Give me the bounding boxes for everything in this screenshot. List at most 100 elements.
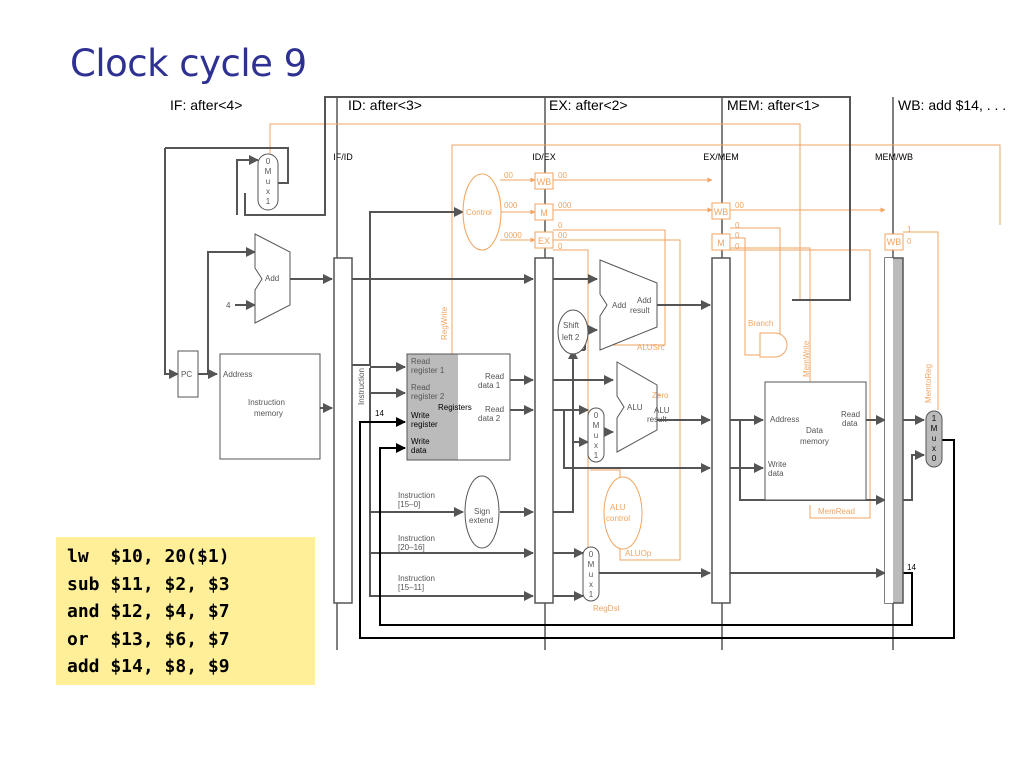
wire — [553, 349, 578, 513]
if-mux-m: M — [265, 167, 272, 176]
wire — [165, 147, 289, 184]
value-exmem-m-b: 0 — [735, 231, 740, 240]
label-write-register-b: register — [411, 420, 438, 429]
label-instr-15-11-a: Instruction — [398, 574, 435, 583]
alusrc-mux-m: M — [593, 421, 600, 430]
label-read-data-1b: data 1 — [478, 381, 501, 390]
field-labels: WB M EX WB M WB — [537, 177, 902, 248]
label-instruction: Instruction — [357, 368, 366, 405]
alusrc-mux-1: 1 — [594, 451, 599, 460]
label-control: Control — [466, 208, 492, 217]
label-pc-add: Add — [265, 274, 279, 283]
label-alu-result-2: result — [647, 415, 667, 424]
value-ctrl-wb: 00 — [504, 171, 513, 180]
instruction-memory-box — [219, 353, 321, 460]
instruction-listing: lw $10, 20($1) sub $11, $2, $3 and $12, … — [56, 537, 315, 685]
value-idex-ex-b: 00 — [558, 231, 567, 240]
regdst-mux-0: 0 — [589, 550, 594, 559]
branch-and-gate — [759, 332, 788, 358]
value-idex-ex-a: 0 — [558, 221, 563, 230]
label-memwb-wb: WB — [887, 237, 902, 247]
wire — [379, 443, 913, 626]
wire — [903, 231, 939, 410]
wire — [563, 410, 711, 473]
components — [177, 153, 943, 602]
label-regwrite: RegWrite — [440, 306, 449, 340]
label-read-register-1a: Read — [411, 357, 430, 366]
label-registers: Registers — [438, 403, 472, 412]
value-reg-num-id: 14 — [375, 409, 384, 418]
shift-left-2-shape — [557, 309, 589, 355]
wire — [730, 249, 871, 519]
label-read-register-2a: Read — [411, 383, 430, 392]
alusrc-mux-box — [587, 407, 605, 463]
wire — [553, 229, 666, 346]
label-read-data-1a: Read — [485, 372, 504, 381]
stage-label-ex: EX: after<2> — [549, 97, 628, 113]
stage-label-mem: MEM: after<1> — [727, 97, 820, 113]
label-address-im: Address — [223, 370, 252, 379]
label-exmem-wb: WB — [714, 207, 729, 217]
label-read-register-1b: register 1 — [411, 366, 445, 375]
exmem-register — [711, 257, 731, 604]
label-zero: Zero — [652, 391, 669, 400]
label-sign-extend-1: Sign — [474, 507, 490, 516]
wire — [903, 450, 925, 501]
label-alu-result-1: ALU — [654, 406, 670, 415]
label-write-register-a: Write — [411, 411, 430, 420]
value-ctrl-m: 000 — [504, 201, 518, 210]
mux-labels: 0 M u x 1 0 M u x 1 0 M u x 1 — [265, 157, 600, 599]
writeback-wires — [359, 417, 955, 639]
memtoreg-mux-1: 1 — [932, 414, 937, 423]
memwb-wb-field — [884, 233, 904, 251]
wire — [553, 239, 681, 561]
value-memwb-a: 1 — [907, 225, 912, 234]
label-alu: ALU — [627, 403, 643, 412]
wire — [352, 207, 464, 366]
value-exmem-m-a: 0 — [735, 221, 740, 230]
label-instr-20-16-a: Instruction — [398, 534, 435, 543]
label-instr-20-16-b: [20–16] — [398, 543, 425, 552]
label-read-data-2b: data 2 — [478, 414, 501, 423]
wire — [236, 155, 259, 215]
label-idex-ex: EX — [538, 236, 550, 246]
label-pc: PC — [181, 370, 192, 379]
label-shift-left-1: Shift — [563, 321, 580, 330]
label-sign-extend-2: extend — [469, 516, 493, 525]
label-memwb: MEM/WB — [875, 152, 913, 162]
regdst-mux-m: M — [588, 560, 595, 569]
control-field-boxes — [534, 172, 904, 251]
label-memread: MemRead — [818, 507, 855, 516]
value-ctrl-ex: 0000 — [504, 231, 522, 240]
code-line: add $14, $8, $9 — [67, 656, 230, 677]
data-memory-box — [764, 381, 867, 501]
regdst-mux-u: u — [589, 570, 593, 579]
control-signal-labels: RegWrite MemWrite MemtoReg ALUSrc ALUOp … — [440, 208, 933, 613]
label-exmem: EX/MEM — [703, 152, 739, 162]
code-line: sub $11, $2, $3 — [67, 573, 230, 595]
alusrc-mux-0: 0 — [594, 411, 599, 420]
alusrc-mux-x: x — [594, 441, 598, 450]
label-idex: ID/EX — [532, 152, 556, 162]
control-values: 00 000 0000 00 000 0 00 0 00 0 0 0 1 0 — [504, 171, 912, 251]
idex-register — [534, 257, 554, 604]
component-labels: PC Address Instruction memory Instructio… — [181, 274, 860, 592]
label-write-data-b: data — [411, 446, 427, 455]
wire — [730, 237, 760, 356]
label-shift-left-2: left 2 — [562, 333, 580, 342]
wire — [369, 368, 534, 601]
label-alusrc: ALUSrc — [637, 343, 665, 352]
wire — [590, 469, 621, 480]
memwb-register-shade — [885, 258, 893, 603]
regdst-mux-1: 1 — [589, 590, 594, 599]
wire — [451, 144, 1001, 355]
value-reg-num-wb: 14 — [907, 563, 916, 572]
idex-ex-field — [534, 231, 554, 249]
idex-wb-field — [534, 172, 554, 190]
label-idex-m: M — [540, 208, 548, 218]
if-mux-x: x — [266, 187, 270, 196]
stage-label-wb: WB: add $14, . . . — [898, 97, 1007, 113]
label-instr-15-11-b: [15–11] — [398, 583, 424, 592]
